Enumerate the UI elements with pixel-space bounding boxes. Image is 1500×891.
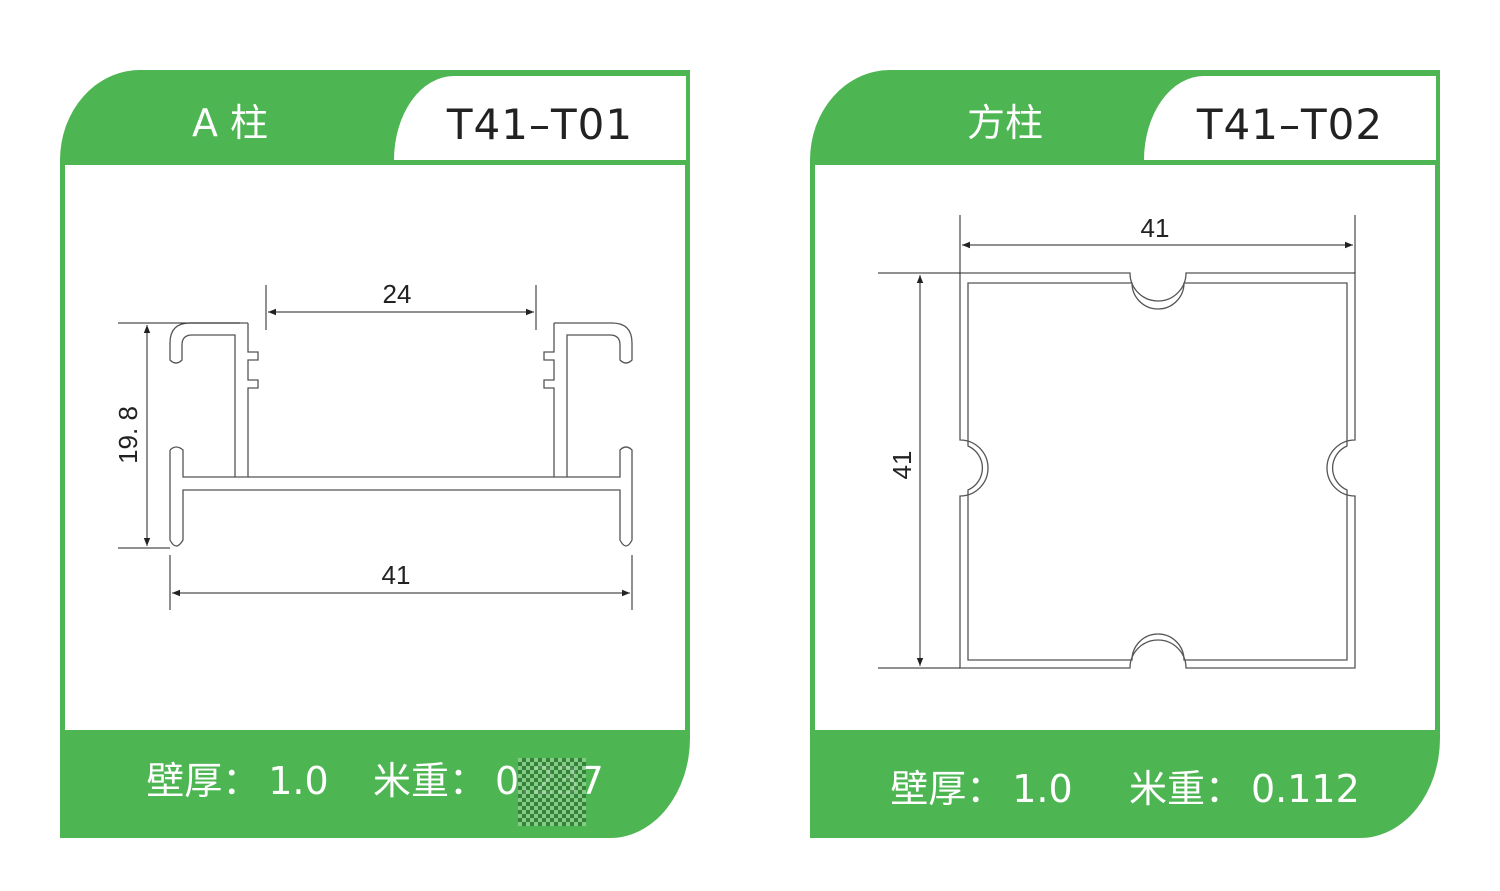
profile-square-pillar [959,272,1356,669]
profile-code: T41–T02 [1196,100,1384,149]
wall-label: 壁厚： [146,759,261,803]
drawing-panel [65,165,685,730]
qr-code-icon [518,758,586,826]
dim-top: 24 [383,279,412,309]
profile-a-pillar [169,322,633,547]
dimensions-left [118,285,633,610]
profile-code: T41–T01 [446,100,634,149]
profile-name: 方柱 [966,101,1043,145]
profile-card-t41-t02: 方柱 T41–T02 壁厚：1.0 米重：0.112 [810,70,1440,838]
dim-top: 41 [1141,213,1170,243]
spec-footer: 壁厚：1.0 米重：0.112 [810,758,1440,813]
weight-label: 米重： [372,759,487,803]
code-tab: T41–T01 [394,76,686,160]
weight-value: 0.112 [1251,767,1360,811]
weight-label: 米重： [1128,767,1243,811]
code-tab: T41–T02 [1144,76,1436,160]
profile-name: A 柱 [191,101,269,145]
wall-value: 1.0 [1012,767,1073,811]
wall-label: 壁厚： [890,767,1005,811]
dimensions-right [878,215,1356,669]
dim-bottom: 41 [382,560,411,590]
dim-height: 41 [887,451,917,480]
profile-card-t41-t01: A 柱 T41–T01 壁厚：1.0 米重：0.237 [60,70,690,838]
wall-value: 1.0 [268,759,329,803]
dim-height: 19. 8 [113,406,143,464]
